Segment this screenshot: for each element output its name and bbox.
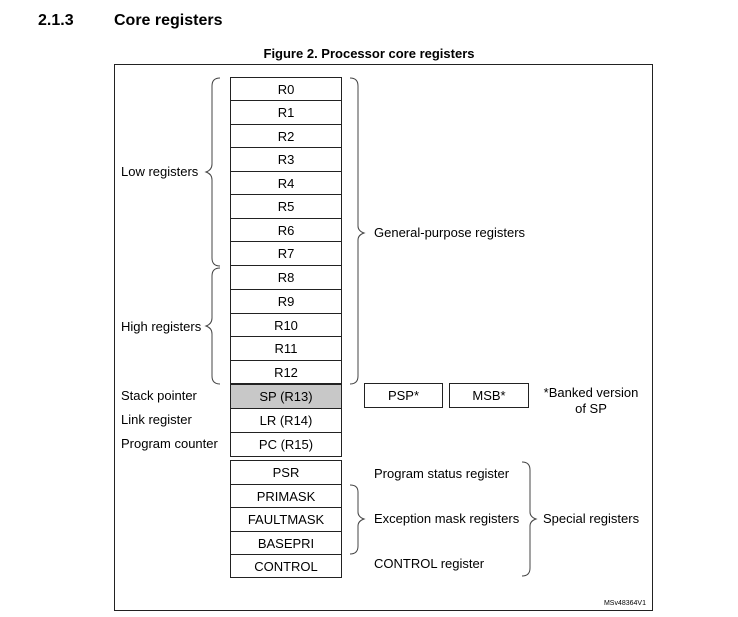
banked-note: *Banked version of SP	[543, 385, 639, 416]
register-r11: R11	[230, 336, 342, 361]
register-r6: R6	[230, 218, 342, 242]
register-lr: LR (R14)	[230, 408, 342, 433]
low-registers-brace	[204, 77, 221, 267]
section-title: Core registers	[114, 12, 223, 29]
label-stack-pointer: Stack pointer	[121, 388, 197, 403]
register-r8: R8	[230, 265, 342, 290]
label-program-counter: Program counter	[121, 436, 218, 451]
register-r12: R12	[230, 360, 342, 384]
register-r1: R1	[230, 100, 342, 125]
document-id: MSv48364V1	[603, 600, 646, 607]
label-exception-mask: Exception mask registers	[374, 511, 520, 526]
register-pc: PC (R15)	[230, 432, 342, 457]
register-r5: R5	[230, 194, 342, 219]
general-purpose-brace	[349, 77, 366, 385]
exception-mask-brace	[349, 484, 366, 555]
high-registers-brace	[204, 267, 221, 385]
register-r3: R3	[230, 147, 342, 172]
label-control-register: CONTROL register	[374, 556, 485, 571]
section-number: 2.1.3	[38, 12, 74, 29]
figure-caption: Figure 2. Processor core registers	[263, 46, 475, 61]
register-r4: R4	[230, 171, 342, 195]
label-low-registers: Low registers	[121, 164, 199, 179]
label-high-registers: High registers	[121, 319, 202, 334]
label-special-registers: Special registers	[543, 511, 640, 526]
banked-psp: PSP*	[364, 383, 443, 408]
register-faultmask: FAULTMASK	[230, 507, 342, 532]
register-control: CONTROL	[230, 554, 342, 578]
label-program-status: Program status register	[374, 466, 510, 481]
label-general-purpose: General-purpose registers	[374, 225, 526, 240]
special-registers-brace	[521, 461, 538, 577]
banked-msb: MSB*	[449, 383, 529, 408]
register-r2: R2	[230, 124, 342, 148]
figure-frame	[114, 64, 653, 611]
label-link-register: Link register	[121, 412, 192, 427]
register-basepri: BASEPRI	[230, 531, 342, 555]
